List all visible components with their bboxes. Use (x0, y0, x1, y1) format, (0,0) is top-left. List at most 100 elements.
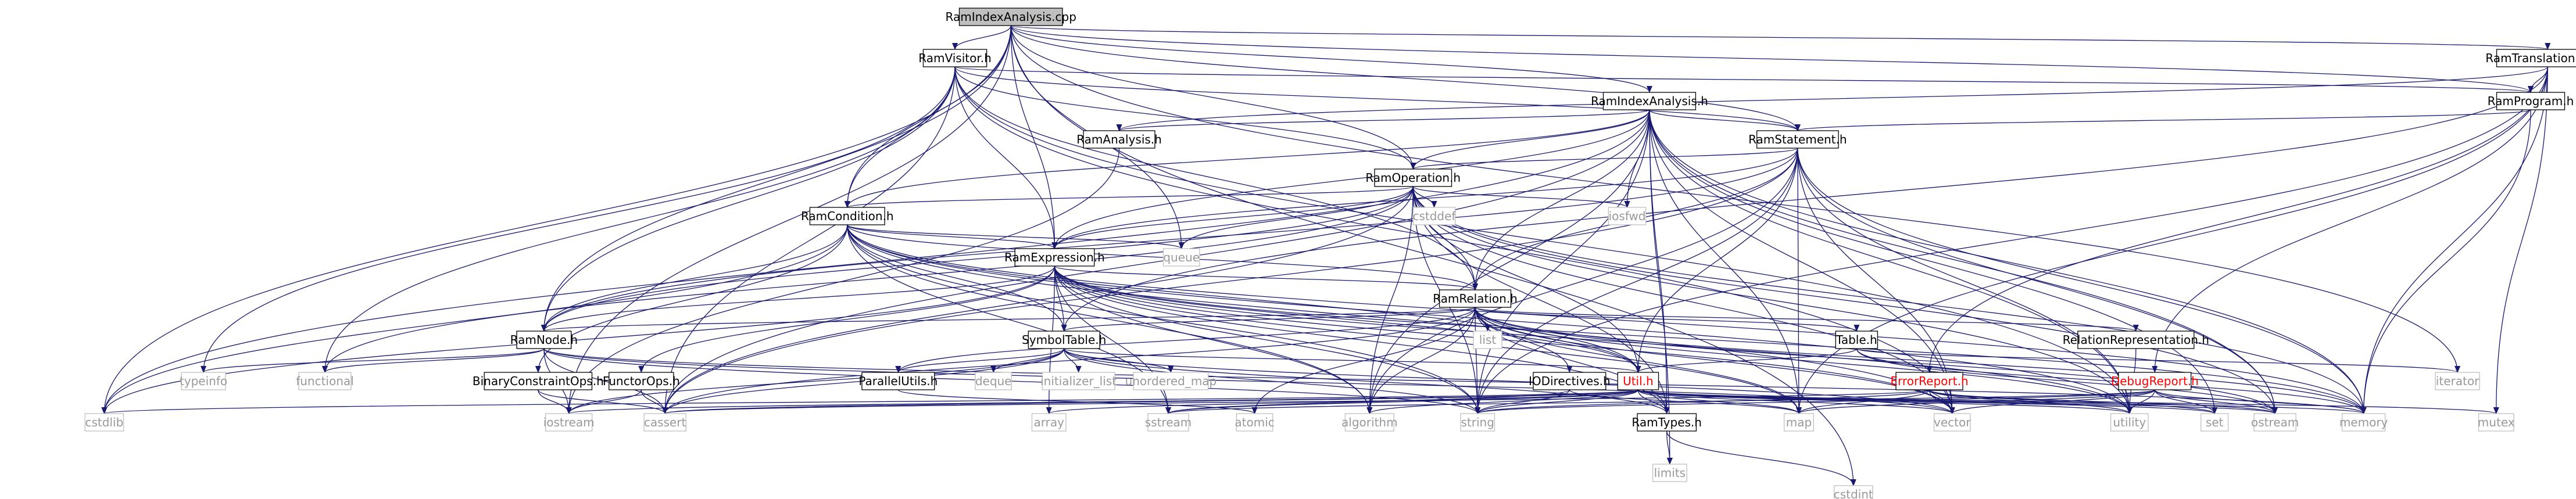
node-list: list (1473, 331, 1502, 349)
include-edge-symboltable-h-to-string (1064, 348, 1481, 414)
node-label: sstream (1145, 415, 1192, 429)
node-util-h[interactable]: Util.h (1617, 372, 1659, 390)
node-label: ErrorReport.h (1890, 374, 1968, 388)
node-typeinfo: typeinfo (180, 372, 227, 390)
include-edge-ramindexanalysis-h-to-ramcondition-h (844, 109, 1650, 208)
node-label: functional (296, 374, 354, 388)
node-box (861, 372, 935, 390)
include-edge-ramcondition-h-to-cstdlib (101, 224, 848, 414)
node-relationrepresentation-h[interactable]: RelationRepresentation.h (2063, 331, 2209, 349)
node-label: cassert (644, 415, 686, 429)
include-edge-ramstatement-h-to-cassert (662, 148, 1798, 414)
include-edge-util-h-to-sstream (1165, 389, 1639, 414)
node-label: Table.h (1836, 333, 1877, 347)
node-label: RamAnalysis.h (1076, 132, 1162, 146)
include-edge-ramvisitor-h-to-ramnode-h (541, 66, 956, 332)
node-box (2110, 413, 2149, 432)
node-ramprogram-h[interactable]: RamProgram.h (2488, 92, 2574, 110)
include-edge-ramexpression-h-to-functorops-h (638, 265, 1056, 373)
node-box (2496, 92, 2566, 110)
node-box (2435, 372, 2480, 390)
include-edge-errorreport-h-to-map (1796, 389, 1930, 414)
include-edge-debugreport-h-to-sstream (1165, 389, 2155, 414)
include-edge-symboltable-h-to-ramtypes-h (1064, 348, 1670, 414)
node-iodirectives-h[interactable]: IODirectives.h (1529, 372, 1611, 390)
node-ramindexanalysis-h[interactable]: RamIndexAnalysis.h (1591, 92, 1708, 110)
include-edge-ramoperation-h-to-cstddef (1412, 186, 1437, 208)
node-ramoperation-h[interactable]: RamOperation.h (1365, 168, 1461, 187)
node-table-h[interactable]: Table.h (1835, 331, 1879, 349)
node-mutex: mutex (2478, 413, 2515, 432)
node-label: RamExpression.h (1004, 250, 1105, 264)
node-ramstatement-h[interactable]: RamStatement.h (1748, 130, 1847, 149)
include-edge-util-h-to-array (1046, 389, 1639, 414)
include-edge-ramnode-h-to-cassert (543, 348, 668, 414)
include-edge-ramtypes-h-to-limits (1666, 430, 1673, 465)
include-edge-ramrelation-h-to-parallelutils-h (895, 307, 1476, 373)
include-edge-ramrelation-h-to-ostream (1475, 307, 2278, 414)
include-edge-symboltable-h-to-deque (990, 348, 1065, 373)
include-edge-ramtranslationunit-h-to-map (1795, 66, 2548, 414)
node-box (298, 372, 352, 390)
node-label: array (1033, 415, 1064, 429)
node-iosfwd: iosfwd (1608, 207, 1647, 225)
include-edge-ramrelation-h-to-map (1475, 307, 1802, 414)
node-label: ostream (2251, 415, 2299, 429)
node-functional: functional (296, 372, 354, 390)
node-box (2118, 372, 2192, 390)
include-edge-ramrelation-h-to-ramnode-h (541, 307, 1476, 332)
node-label: RamCondition.h (801, 209, 894, 223)
node-ramtranslationunit-h[interactable]: RamTranslationUnit.h (2485, 49, 2576, 67)
node-box (545, 413, 593, 432)
node-ramtypes-h[interactable]: RamTypes.h (1632, 413, 1702, 432)
node-cstdint: cstdint (1834, 485, 1873, 499)
include-edge-util-h-to-ostream (1637, 389, 2278, 414)
include-edge-ramindexanalysis-h-to-vector (1649, 109, 1955, 414)
node-box (1533, 372, 1607, 390)
node-errorreport-h[interactable]: ErrorReport.h (1890, 372, 1969, 390)
include-edge-ramindexanalysis-h-to-ramexpression-h (1051, 109, 1650, 249)
include-edge-util-h-to-map (1637, 389, 1802, 414)
include-edge-binaryconstraintops-h-to-cassert (538, 389, 668, 414)
node-debugreport-h[interactable]: DebugReport.h (2111, 372, 2199, 390)
node-ramexpression-h[interactable]: RamExpression.h (1004, 248, 1105, 267)
node-ramnode-h[interactable]: RamNode.h (510, 331, 578, 349)
node-label: string (1461, 415, 1494, 429)
include-edge-ramnode-h-to-functional (322, 348, 545, 373)
include-edge-ramindexanalysis-cpp-to-ramoperation-h (1010, 25, 1416, 170)
node-symboltable-h[interactable]: SymbolTable.h (1022, 331, 1106, 349)
include-edge-ramexpression-h-to-memory (1054, 265, 2367, 414)
node-ramrelation-h[interactable]: RamRelation.h (1433, 289, 1518, 308)
include-edge-ramstatement-h-to-algorithm (1366, 148, 1798, 414)
include-edge-ramcondition-h-to-ramexpression-h (847, 224, 1058, 249)
node-label: utility (2113, 415, 2146, 429)
node-ramanalysis-h[interactable]: RamAnalysis.h (1076, 130, 1162, 149)
include-edge-errorreport-h-to-utility (1929, 389, 2133, 414)
node-box (1933, 413, 1971, 432)
include-edge-ramindexanalysis-cpp-to-iterator (1010, 25, 2460, 373)
node-sstream: sstream (1145, 413, 1192, 432)
include-edge-symboltable-h-to-unordered-map (1064, 348, 1174, 373)
include-edge-ramindexanalysis-h-to-set (1649, 109, 2218, 414)
include-edge-ramindexanalysis-h-to-ostream (1649, 109, 2278, 414)
include-edge-ramoperation-h-to-ramcondition-h (845, 186, 1414, 208)
include-edge-debugreport-h-to-vector (1949, 389, 2155, 414)
node-ramcondition-h[interactable]: RamCondition.h (801, 207, 894, 225)
node-box (1147, 413, 1189, 432)
include-edge-errorreport-h-to-string (1475, 389, 1930, 414)
include-edge-ramvisitor-h-to-utility (954, 66, 2133, 414)
node-initializer-list: initializer_list (1040, 372, 1117, 390)
include-edge-ramvisitor-h-to-ramprogram-h (954, 66, 2533, 93)
node-functorops-h[interactable]: FunctorOps.h (603, 372, 680, 390)
include-edge-ramindexanalysis-h-to-ramstatement-h (1649, 109, 1801, 131)
include-edge-ramexpression-h-to-utility (1054, 265, 2133, 414)
include-edge-ramoperation-h-to-ramexpression-h (1051, 186, 1414, 249)
node-box (181, 372, 226, 390)
node-binaryconstraintops-h[interactable]: BinaryConstraintOps.h (473, 372, 604, 390)
include-edge-ramtranslationunit-h-to-symboltable-h (1061, 66, 2548, 332)
node-label: RamNode.h (510, 333, 578, 347)
node-ramvisitor-h[interactable]: RamVisitor.h (918, 49, 992, 67)
node-ostream: ostream (2251, 413, 2299, 432)
include-edge-ramstatement-h-to-string (1475, 148, 1798, 414)
node-parallelutils-h[interactable]: ParallelUtils.h (858, 372, 938, 390)
